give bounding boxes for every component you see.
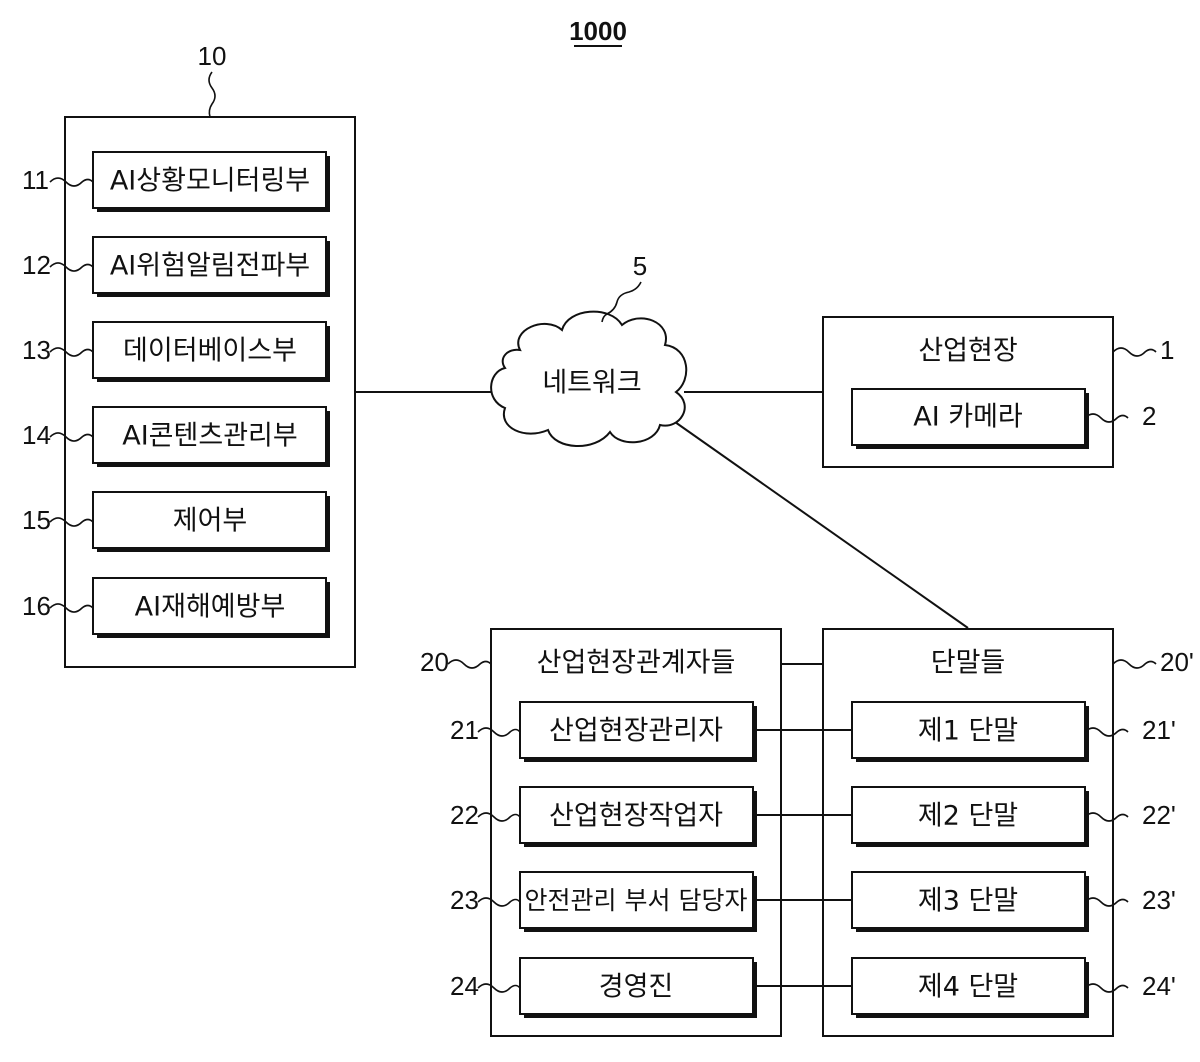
- server-block: 10 AI상황모니터링부 11 AI위험알림전파부 12 데이터베이스부 13: [22, 41, 355, 667]
- site-block: 산업현장 1 AI 카메라 2: [823, 317, 1174, 467]
- terminal-label: 제4 단말: [918, 972, 1018, 1003]
- stakeholder-ref: 24: [450, 971, 479, 1001]
- terminal-24: 제4 단말 24': [852, 958, 1176, 1018]
- stakeholder-ref: 23: [450, 885, 479, 915]
- stakeholder-label: 산업현장작업자: [549, 801, 723, 832]
- stakeholders-label: 산업현장관계자들: [537, 648, 736, 679]
- terminal-label: 제2 단말: [918, 801, 1018, 832]
- network-cloud: 네트워크 5: [491, 251, 686, 446]
- server-ref-leader: [209, 72, 215, 117]
- module-label: AI재해예방부: [135, 592, 286, 623]
- site-ref-leader: [1113, 348, 1156, 356]
- terminals-block: 단말들 20' 제1 단말 21' 제2 단말 22' 제3 단말 23': [823, 629, 1194, 1036]
- module-label: AI위험알림전파부: [110, 251, 310, 282]
- module-ref: 15: [22, 505, 51, 535]
- terminals-ref: 20': [1160, 647, 1194, 677]
- figure-number: 1000: [569, 16, 627, 46]
- stakeholder-label: 산업현장관리자: [549, 716, 723, 747]
- module-label: 데이터베이스부: [123, 336, 297, 367]
- module-ref: 13: [22, 335, 51, 365]
- terminal-ref: 21': [1142, 715, 1176, 745]
- stakeholders-ref-leader: [448, 660, 491, 668]
- stakeholders-block: 산업현장관계자들 20 산업현장관리자 21 산업현장작업자 22 안전관리 부…: [420, 629, 781, 1036]
- terminal-label: 제1 단말: [918, 716, 1018, 747]
- module-label: 제어부: [173, 506, 248, 537]
- terminals-ref-leader: [1113, 660, 1156, 668]
- module-label: AI상황모니터링부: [110, 166, 310, 197]
- module-ref: 14: [22, 420, 51, 450]
- terminal-ref: 23': [1142, 885, 1176, 915]
- terminal-22: 제2 단말 22': [852, 787, 1176, 847]
- stakeholder-label: 경영진: [599, 972, 674, 1003]
- module-ref: 11: [22, 165, 49, 195]
- site-ref: 1: [1160, 335, 1174, 365]
- module-ref: 16: [22, 591, 51, 621]
- network-ref: 5: [633, 251, 647, 281]
- stakeholder-ref: 21: [450, 715, 479, 745]
- terminal-label: 제3 단말: [918, 886, 1018, 917]
- terminal-ref: 24': [1142, 971, 1176, 1001]
- stakeholder-ref: 22: [450, 800, 479, 830]
- server-ref: 10: [198, 41, 227, 71]
- site-label: 산업현장: [918, 336, 1017, 367]
- camera-ref: 2: [1142, 401, 1156, 431]
- terminal-23: 제3 단말 23': [852, 872, 1176, 932]
- module-ref: 12: [22, 250, 51, 280]
- camera-label: AI 카메라: [913, 402, 1023, 433]
- stakeholders-ref: 20: [420, 647, 449, 677]
- network-label: 네트워크: [542, 368, 641, 399]
- terminals-label: 단말들: [931, 648, 1006, 679]
- stakeholder-label: 안전관리 부서 담당자: [525, 886, 748, 915]
- module-label: AI콘텐츠관리부: [122, 421, 297, 452]
- terminal-ref: 22': [1142, 800, 1176, 830]
- terminal-21: 제1 단말 21': [852, 702, 1176, 762]
